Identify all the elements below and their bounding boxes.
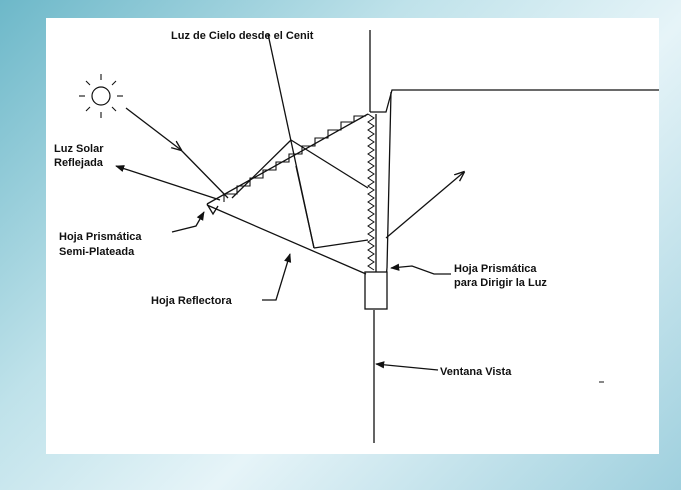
semi-silvered-label-2: Semi-Plateada xyxy=(59,246,135,258)
reflector-sheet xyxy=(206,204,367,275)
directing-sheet-label-2: para Dirigir la Luz xyxy=(454,277,547,289)
reflected-sunlight-label-2: Reflejada xyxy=(54,157,104,169)
ray-4 xyxy=(290,139,369,189)
reflector-label: Hoja Reflectora xyxy=(151,295,233,307)
sunlight-ray-b xyxy=(180,149,229,199)
left-vertex-notch xyxy=(206,203,219,216)
semi-silvered-label-1: Hoja Prismática xyxy=(59,231,142,243)
directing-prism-sheet xyxy=(367,113,375,271)
reflected-sunlight-label-1: Luz Solar xyxy=(54,143,104,155)
redirected-ray xyxy=(385,172,464,239)
diagram-panel: Luz de Cielo desde el Cenit Luz Solar Re… xyxy=(46,18,659,454)
directing-sheet-leader xyxy=(390,263,451,275)
sun-icon xyxy=(79,74,123,118)
ray-2 xyxy=(313,239,369,249)
reflected-sunlight-ray xyxy=(115,165,221,201)
semi-silvered-prisms xyxy=(223,115,366,202)
ray-1 xyxy=(295,165,315,249)
sunlight-ray-a xyxy=(125,107,181,150)
directing-sheet-label-1: Hoja Prismática xyxy=(454,263,537,275)
reflector-leader xyxy=(262,253,292,301)
view-window-label: Ventana Vista xyxy=(440,366,512,378)
view-window-leader xyxy=(375,361,439,371)
sill-box xyxy=(364,271,388,310)
building-outline xyxy=(369,30,659,113)
ray-3 xyxy=(231,139,292,199)
sky-light-label: Luz de Cielo desde el Cenit xyxy=(171,30,314,42)
daylighting-diagram: Luz de Cielo desde el Cenit Luz Solar Re… xyxy=(54,30,659,443)
building-wall xyxy=(385,91,392,279)
semi-silvered-leader xyxy=(171,211,205,233)
